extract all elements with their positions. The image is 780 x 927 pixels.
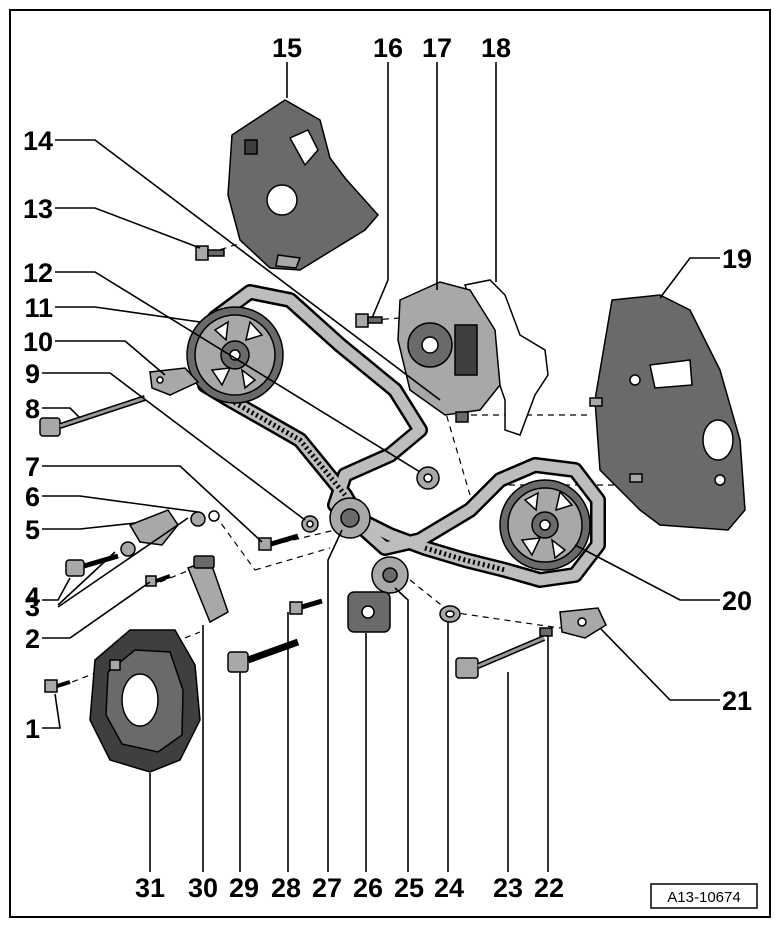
upper-timing-cover (227, 99, 379, 271)
label-30: 30 (188, 873, 218, 903)
injection-pump-sprocket (499, 479, 591, 571)
stud-22 (539, 627, 553, 637)
camshaft-sprocket (186, 306, 284, 404)
label-18: 18 (481, 33, 511, 63)
washer-6 (190, 510, 220, 527)
idler-pulley (329, 497, 371, 539)
label-7: 7 (25, 452, 40, 482)
label-26: 26 (353, 873, 383, 903)
plate-10 (149, 367, 200, 396)
label-9: 9 (25, 359, 40, 389)
reference-code-box: A13-10674 (650, 883, 758, 909)
label-8: 8 (25, 394, 40, 424)
label-1: 1 (25, 714, 40, 744)
bolt-29 (227, 638, 300, 673)
label-17: 17 (422, 33, 452, 63)
label-10: 10 (23, 327, 53, 357)
reference-code: A13-10674 (667, 889, 740, 906)
label-5: 5 (25, 515, 40, 545)
bracket-5 (128, 509, 179, 546)
bolt-16 (355, 313, 383, 328)
plate-21 (559, 607, 607, 639)
timing-belt (192, 284, 606, 588)
washer-12 (416, 466, 440, 490)
label-29: 29 (229, 873, 259, 903)
bolt-2 (145, 574, 171, 587)
label-21: 21 (722, 686, 752, 716)
diagram-frame (9, 9, 771, 918)
label-6: 6 (25, 482, 40, 512)
label-20: 20 (722, 586, 752, 616)
bolt-28 (289, 598, 323, 615)
label-11: 11 (24, 293, 53, 323)
nut-14 (455, 411, 469, 423)
bolt-8 (39, 395, 146, 437)
label-13: 13 (23, 194, 53, 224)
label-14: 14 (23, 126, 53, 156)
label-15: 15 (272, 33, 302, 63)
label-16: 16 (373, 33, 403, 63)
label-27: 27 (312, 873, 342, 903)
bolt-23 (455, 635, 546, 679)
label-28: 28 (271, 873, 301, 903)
leader-lines (42, 62, 720, 872)
bolt-1 (44, 679, 71, 693)
label-3: 3 (25, 592, 40, 622)
label-25: 25 (394, 873, 424, 903)
sleeve-30 (187, 555, 229, 624)
part-number-labels: 15 16 17 18 14 13 19 12 11 10 9 8 7 6 5 … (23, 33, 752, 903)
label-12: 12 (23, 258, 53, 288)
crankshaft-sprocket (347, 591, 391, 633)
bolt-4 (65, 541, 136, 577)
label-31: 31 (135, 873, 165, 903)
washer-24 (439, 605, 461, 623)
water-pump (397, 279, 549, 436)
bolt-13 (195, 245, 225, 261)
bolt-7 (258, 533, 299, 551)
label-19: 19 (722, 244, 752, 274)
label-24: 24 (434, 873, 464, 903)
tensioner-pulley (371, 556, 409, 594)
label-23: 23 (493, 873, 523, 903)
washer-9 (301, 515, 319, 533)
label-2: 2 (25, 624, 40, 654)
lower-timing-cover (89, 629, 201, 773)
label-22: 22 (534, 873, 564, 903)
rear-timing-cover (589, 294, 746, 531)
label-4: 4 (25, 582, 40, 612)
